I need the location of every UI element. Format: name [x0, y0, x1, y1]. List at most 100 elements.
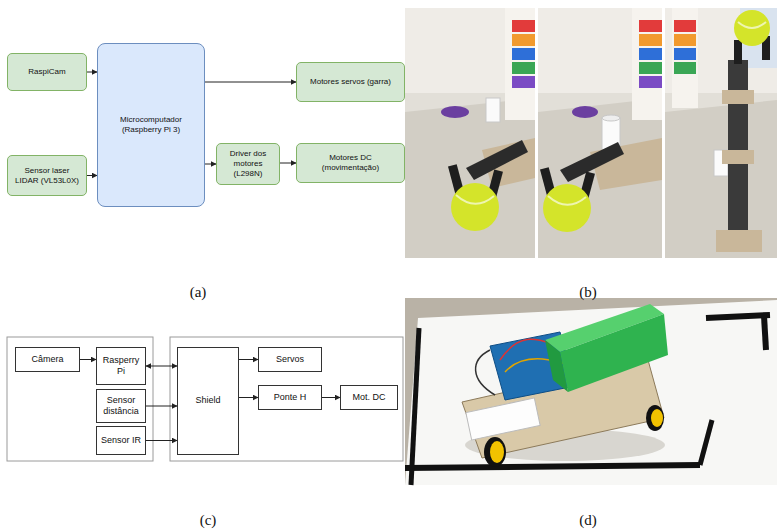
photo-detail: [441, 106, 469, 118]
photo-detail: [538, 8, 662, 258]
photo-detail: [716, 230, 762, 252]
box-label: Rasperry Pi: [100, 355, 142, 378]
connector-arrow: [239, 359, 258, 360]
connector-arrow: [146, 440, 177, 441]
photo-detail: [572, 106, 598, 118]
connector-arrow: [80, 359, 96, 360]
photo-gripper-frame: [538, 8, 662, 258]
photo-detail: [700, 420, 712, 465]
photo-detail: [484, 437, 506, 467]
photo-detail: [512, 48, 535, 60]
box-label: Mot. DC: [352, 392, 385, 403]
box-label: Servos: [276, 354, 304, 365]
photo-detail: [734, 40, 742, 64]
photo-detail: [512, 34, 535, 46]
box-label: Driver dos motores (L298N): [221, 149, 275, 179]
photo-detail: [665, 100, 777, 258]
photo-gripper-frame: [665, 8, 777, 258]
process-box: Sensor laser LIDAR (VL53L0X): [7, 155, 87, 196]
frame-separator: [535, 8, 665, 258]
connector-arrow: [280, 163, 296, 164]
photo-detail: [545, 340, 568, 392]
box-label: RaspiCam: [28, 67, 65, 77]
block-box: Shield: [177, 347, 239, 455]
box-label: Ponte H: [274, 392, 307, 403]
photo-detail: [665, 8, 777, 258]
photo-detail: [674, 34, 696, 46]
photo-detail: [405, 300, 777, 485]
box-label: Sensor distância: [100, 395, 142, 418]
photo-detail: [405, 298, 777, 485]
photo-detail: [738, 22, 766, 28]
photo-detail: [512, 76, 535, 88]
photo-detail: [7, 337, 153, 461]
photo-detail: [466, 398, 540, 440]
block-box: Servos: [258, 347, 322, 372]
box-label: Sensor IR: [101, 435, 141, 446]
photo-detail: [543, 184, 591, 232]
connector-arrow: [87, 175, 97, 176]
panel-caption: (d): [579, 512, 597, 529]
process-box: Driver dos motores (L298N): [216, 143, 280, 185]
photo-detail: [411, 328, 419, 485]
photo-detail: [672, 8, 698, 108]
panel-caption: (a): [190, 284, 207, 301]
box-label: Shield: [195, 395, 220, 406]
photo-detail: [639, 76, 662, 88]
box-label: Motores servos (garra): [310, 77, 391, 87]
photo-detail: [639, 62, 662, 74]
photo-detail: [764, 316, 766, 350]
connector-arrow: [205, 164, 216, 165]
photo-detail: [560, 314, 668, 392]
panel-caption: (b): [579, 284, 597, 301]
photo-detail: [674, 62, 696, 74]
block-box: Sensor distância: [96, 389, 146, 423]
box-label: Motores DC (movimentação): [301, 153, 400, 173]
block-box: Mot. DC: [340, 385, 398, 410]
box-label: Sensor laser LIDAR (VL53L0X): [12, 166, 82, 186]
photo-detail: [674, 20, 696, 32]
photo-detail: [170, 337, 403, 461]
photo-detail: [405, 8, 535, 258]
connector-arrow: [205, 82, 296, 83]
photo-detail: [486, 98, 500, 122]
connector-arrow: [146, 366, 177, 367]
photo-detail: [639, 48, 662, 60]
block-box: Câmera: [15, 347, 80, 372]
photo-detail: [405, 98, 535, 258]
connector-arrow: [239, 397, 258, 398]
process-box: RaspiCam: [7, 53, 87, 91]
connector-arrow: [146, 406, 177, 407]
photo-detail: [476, 350, 495, 395]
photo-detail: [632, 8, 662, 120]
photo-detail: [602, 115, 620, 121]
photo-detail: [405, 465, 700, 468]
photo-detail: [512, 20, 535, 32]
block-box: Sensor IR: [96, 426, 146, 455]
photo-detail: [706, 315, 770, 318]
connector-arrow: [322, 397, 340, 398]
controller-box: Microcomputador (Raspberry Pi 3): [97, 43, 205, 207]
box-label: Câmera: [31, 354, 63, 365]
block-box: Ponte H: [258, 385, 322, 410]
photo-detail: [639, 20, 662, 32]
photo-detail: [662, 8, 665, 258]
photo-detail: [538, 8, 662, 93]
connector-arrow: [87, 72, 97, 73]
photo-detail: [451, 183, 499, 231]
panel-caption: (c): [200, 512, 217, 529]
subsystem-frame: [7, 337, 403, 461]
photo-detail: [722, 90, 754, 104]
photo-detail: [734, 10, 770, 46]
photo-detail: [512, 62, 535, 74]
process-box: Motores DC (movimentação): [296, 143, 405, 183]
photo-detail: [405, 8, 535, 93]
block-box: Rasperry Pi: [96, 347, 146, 385]
photo-detail: [505, 8, 535, 120]
photo-detail: [651, 409, 663, 427]
box-label: Microcomputador (Raspberry Pi 3): [102, 115, 200, 135]
photo-detail: [639, 34, 662, 46]
photo-detail: [674, 48, 696, 60]
photo-line-follower: [405, 298, 777, 485]
